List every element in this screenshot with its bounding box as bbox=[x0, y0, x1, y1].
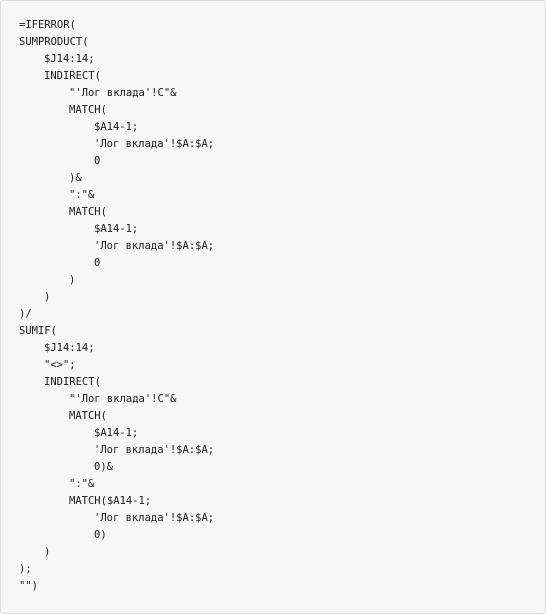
code-line: )& bbox=[69, 172, 82, 184]
code-line: "") bbox=[19, 580, 38, 592]
code-line: $A14-1; bbox=[94, 121, 139, 133]
code-line: )/ bbox=[19, 308, 32, 320]
code-line: MATCH( bbox=[69, 104, 107, 116]
code-line: "'Лог вклада'!C"& bbox=[69, 87, 177, 99]
code-line: INDIRECT( bbox=[44, 70, 101, 82]
code-line: MATCH( bbox=[69, 410, 107, 422]
code-line: ) bbox=[69, 274, 76, 286]
code-line: $J14:14; bbox=[44, 342, 95, 354]
code-line: ":"& bbox=[69, 189, 95, 201]
code-line: 0) bbox=[94, 529, 107, 541]
code-line: "<>"; bbox=[44, 359, 76, 371]
code-line: ) bbox=[44, 291, 51, 303]
code-line: 0 bbox=[94, 155, 101, 167]
code-line: $J14:14; bbox=[44, 53, 95, 65]
code-line: ); bbox=[19, 563, 32, 575]
code-line: 0 bbox=[94, 257, 101, 269]
code-line: SUMPRODUCT( bbox=[19, 36, 89, 48]
code-line: MATCH($A14-1; bbox=[69, 495, 152, 507]
code-line: MATCH( bbox=[69, 206, 107, 218]
code-line: $A14-1; bbox=[94, 223, 139, 235]
code-line: $A14-1; bbox=[94, 427, 139, 439]
code-line: 'Лог вклада'!$A:$A; bbox=[94, 138, 215, 150]
code-line: INDIRECT( bbox=[44, 376, 101, 388]
formula-code: =IFERROR( SUMPRODUCT( $J14:14; INDIRECT(… bbox=[19, 17, 214, 595]
code-line: ) bbox=[44, 546, 51, 558]
code-line: 'Лог вклада'!$A:$A; bbox=[94, 512, 215, 524]
code-line: =IFERROR( bbox=[19, 19, 76, 31]
code-line: 'Лог вклада'!$A:$A; bbox=[94, 444, 215, 456]
code-line: 0)& bbox=[94, 461, 113, 473]
code-line: "'Лог вклада'!C"& bbox=[69, 393, 177, 405]
code-line: SUMIF( bbox=[19, 325, 57, 337]
code-line: ":"& bbox=[69, 478, 95, 490]
code-line: 'Лог вклада'!$A:$A; bbox=[94, 240, 215, 252]
